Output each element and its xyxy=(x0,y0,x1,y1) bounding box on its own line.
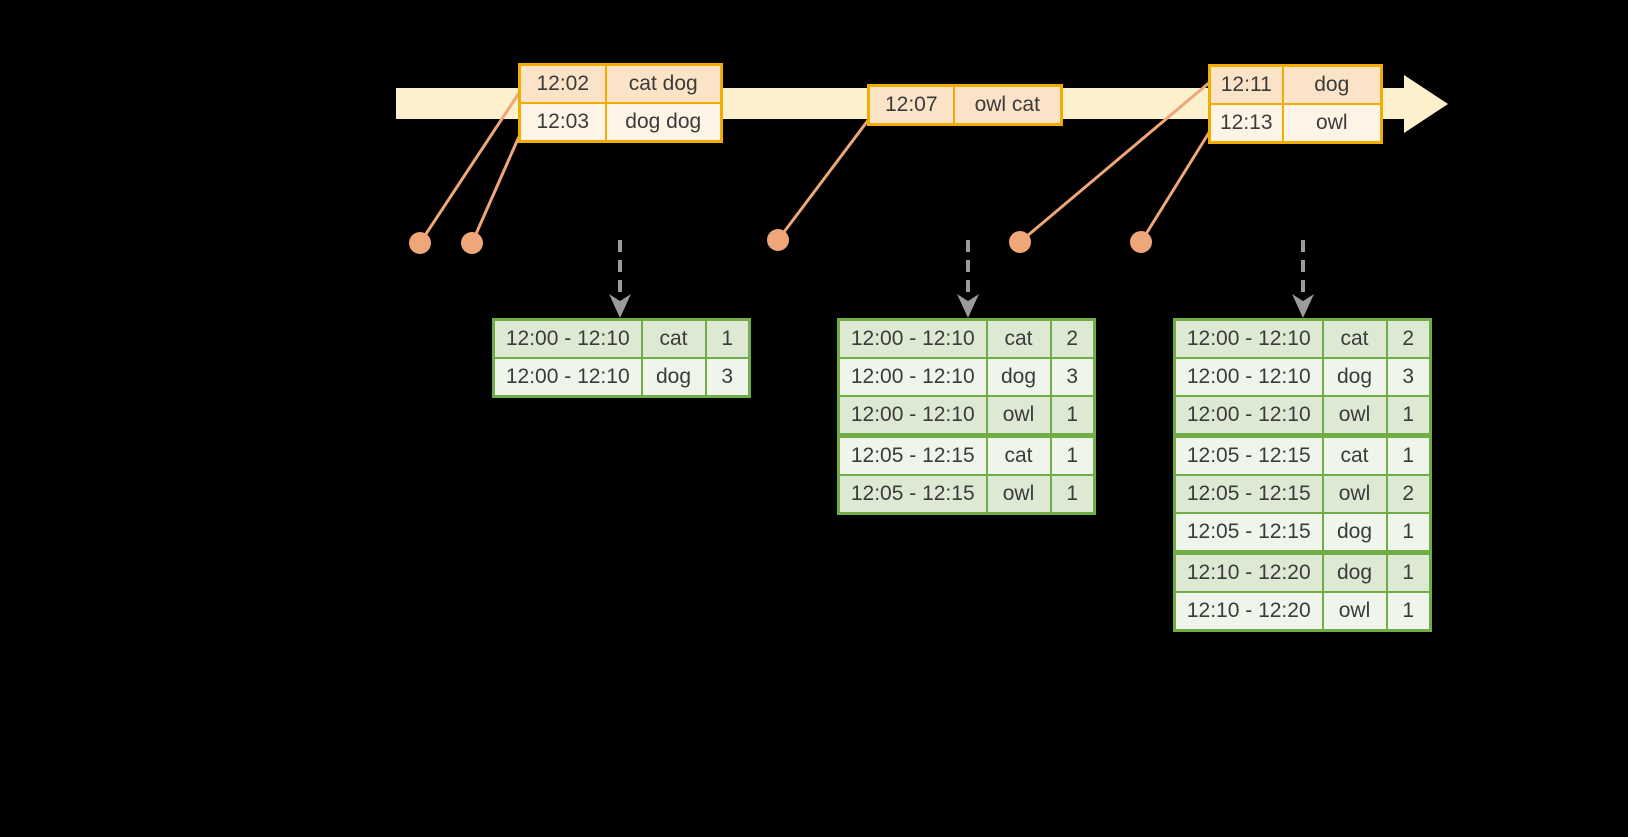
table-cell: 12:05 - 12:15 xyxy=(837,433,988,476)
table-cell: 12:00 - 12:10 xyxy=(837,318,988,359)
table-cell: dog xyxy=(1321,357,1388,397)
timeline-arrowhead-icon xyxy=(1404,75,1448,133)
table-cell: cat xyxy=(1321,433,1388,476)
table-cell: cat xyxy=(985,433,1052,476)
table-cell: 12:00 - 12:10 xyxy=(492,357,643,398)
table-cell: 12:03 xyxy=(518,102,607,143)
window-trigger-arrowhead-icon xyxy=(609,294,631,318)
table-cell: cat xyxy=(640,318,707,359)
table-cell: 3 xyxy=(1049,357,1096,397)
table-cell: 12:00 - 12:10 xyxy=(492,318,643,359)
table-cell: 12:02 xyxy=(518,63,607,104)
event-connector-line xyxy=(1139,130,1212,243)
table-cell: dog xyxy=(985,357,1052,397)
table-cell: 12:05 - 12:15 xyxy=(837,474,988,515)
table-cell: 12:07 xyxy=(867,84,955,126)
table-cell: 12:00 - 12:10 xyxy=(837,395,988,437)
table-cell: 1 xyxy=(1385,550,1432,593)
event-dot xyxy=(767,229,789,251)
table-cell: owl xyxy=(1321,395,1388,437)
table-cell: 12:05 - 12:15 xyxy=(1173,433,1324,476)
table-cell: 12:10 - 12:20 xyxy=(1173,550,1324,593)
event-connector-line xyxy=(776,118,871,241)
event-dot xyxy=(1130,231,1152,253)
table-cell: 1 xyxy=(704,318,751,359)
table-cell: 12:00 - 12:10 xyxy=(1173,357,1324,397)
table-cell: 1 xyxy=(1049,433,1096,476)
table-cell: owl xyxy=(1321,591,1388,632)
table-cell: cat dog xyxy=(604,63,723,104)
table-cell: 1 xyxy=(1385,512,1432,554)
table-cell: dog xyxy=(1321,550,1388,593)
table-cell: 1 xyxy=(1049,395,1096,437)
table-cell: 12:11 xyxy=(1208,64,1284,105)
table-cell: owl xyxy=(1321,474,1388,514)
table-cell: 3 xyxy=(704,357,751,398)
window-trigger-arrowhead-icon xyxy=(957,294,979,318)
table-cell: 12:05 - 12:15 xyxy=(1173,512,1324,554)
event-dot xyxy=(1009,231,1031,253)
table-cell: 1 xyxy=(1385,433,1432,476)
table-cell: 12:05 - 12:15 xyxy=(1173,474,1324,514)
table-cell: owl xyxy=(1281,103,1383,144)
table-cell: 12:00 - 12:10 xyxy=(1173,395,1324,437)
table-cell: 1 xyxy=(1385,395,1432,437)
table-cell: dog xyxy=(1321,512,1388,554)
table-cell: dog xyxy=(640,357,707,398)
table-cell: dog dog xyxy=(604,102,723,143)
event-dot xyxy=(409,232,431,254)
table-cell: 1 xyxy=(1049,474,1096,515)
table-cell: 2 xyxy=(1385,474,1432,514)
table-cell: 3 xyxy=(1385,357,1432,397)
table-cell: 12:00 - 12:10 xyxy=(837,357,988,397)
table-cell: 12:00 - 12:10 xyxy=(1173,318,1324,359)
table-cell: 1 xyxy=(1385,591,1432,632)
table-cell: dog xyxy=(1281,64,1383,105)
table-cell: cat xyxy=(1321,318,1388,359)
table-cell: cat xyxy=(985,318,1052,359)
table-cell: 12:13 xyxy=(1208,103,1284,144)
table-cell: 2 xyxy=(1385,318,1432,359)
event-connector-line xyxy=(470,131,523,244)
table-cell: owl xyxy=(985,474,1052,515)
table-cell: 2 xyxy=(1049,318,1096,359)
event-dot xyxy=(461,232,483,254)
window-trigger-arrowhead-icon xyxy=(1292,294,1314,318)
table-cell: owl xyxy=(985,395,1052,437)
table-cell: 12:10 - 12:20 xyxy=(1173,591,1324,632)
table-cell: owl cat xyxy=(952,84,1063,126)
